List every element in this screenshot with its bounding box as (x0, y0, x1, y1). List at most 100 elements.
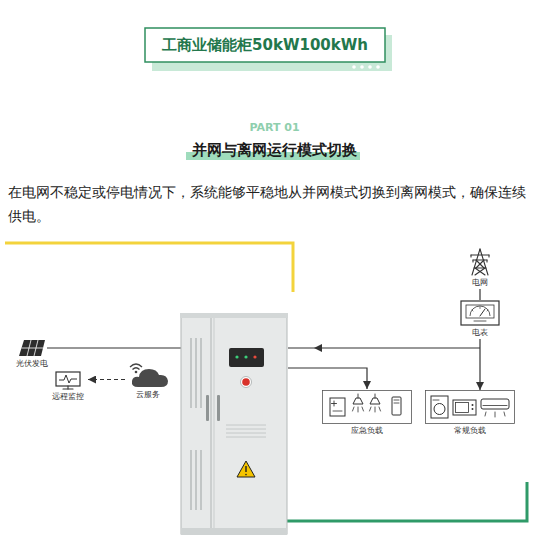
tower-icon (488, 255, 489, 257)
node-label: 光伏发电 (16, 359, 48, 369)
grid-tower-icon (469, 248, 491, 276)
storage-cabinet (245, 474, 247, 476)
emerg-icon (394, 403, 399, 404)
emerg-icon (323, 391, 412, 424)
tower-icon (470, 255, 471, 257)
storage-cabinet (181, 528, 287, 535)
tower-icon (486, 260, 487, 262)
emerg-icon (375, 394, 376, 398)
label-holder: PART 01 (0, 121, 549, 135)
solar-panel-icon (18, 339, 46, 357)
regular-icon (483, 405, 507, 406)
storage-cabinet (217, 395, 220, 421)
regular-icon (485, 412, 486, 416)
solar-icon (19, 340, 45, 356)
node-label: 常规负载 (454, 426, 486, 436)
title-banner (145, 28, 385, 62)
regular-icon (453, 400, 476, 415)
wires (288, 368, 367, 389)
electric-meter: 电表 (458, 300, 502, 338)
meter-icon (461, 301, 499, 325)
regular-icon (456, 403, 469, 413)
monitor-icon (56, 372, 80, 389)
remote-monitor: 远程监控 (48, 371, 88, 402)
load-box-icon (322, 390, 412, 424)
storage-cabinet (226, 429, 266, 430)
solar-icon (19, 340, 45, 356)
title-banner (360, 65, 364, 69)
storage-cabinet (180, 313, 288, 318)
label-holder: 在电网不稳定或停电情况下，系统能够平稳地从并网模式切换到离网模式，确保连续供电。 (8, 180, 536, 228)
body-paragraph: 在电网不稳定或停电情况下，系统能够平稳地从并网模式切换到离网模式，确保连续供电。 (8, 180, 536, 228)
storage-cabinet (211, 318, 212, 528)
emerg-icon (370, 407, 372, 411)
tower-icon (475, 268, 485, 275)
connector (479, 339, 480, 390)
title-banner (145, 28, 392, 71)
regular-icon (472, 404, 474, 406)
node-label: 云服务 (136, 390, 160, 400)
label-holder: 并网与离网运行模式切换 (0, 140, 549, 160)
meter-icon (474, 321, 486, 322)
tower-icon (471, 254, 489, 255)
yellow-frame-line (5, 243, 293, 292)
emerg-icon (358, 407, 359, 412)
storage-cabinet (226, 437, 266, 438)
regular-icon (495, 412, 496, 417)
wires (47, 347, 181, 348)
cloud-icon (132, 369, 168, 387)
tower-icon (473, 259, 487, 260)
meter-icon (480, 307, 481, 309)
node-label: 电网 (472, 278, 488, 288)
storage-cabinet (181, 316, 287, 534)
storage-cabinet (200, 450, 202, 510)
meter-icon (461, 301, 499, 325)
storage-cabinet (245, 466, 246, 472)
title-banner (352, 65, 356, 69)
cloud-icon (135, 371, 138, 374)
monitor-icon (56, 372, 80, 386)
regular-icon (504, 412, 505, 416)
grid-tower: 电网 (466, 248, 494, 288)
emerg-icon (353, 407, 355, 411)
title-holder: 工商业储能柜50kW100kWh (145, 28, 385, 62)
emerg-icon (370, 398, 380, 404)
storage-cabinet (195, 338, 197, 408)
node-label: 应急负载 (351, 426, 383, 436)
meter-icon (466, 305, 494, 318)
storage-cabinet (242, 378, 250, 386)
regular-icon (433, 400, 439, 401)
solar-icon (22, 348, 44, 349)
emerg-icon (333, 411, 342, 412)
storage-cabinet (235, 355, 238, 358)
storage-cabinet (244, 355, 247, 358)
tower-icon (475, 268, 485, 275)
tower-icon (476, 260, 484, 268)
meter-icon (470, 306, 490, 316)
storage-cabinet (206, 395, 209, 421)
emerg-icon (362, 407, 364, 411)
storage-cabinet (226, 425, 266, 437)
title-banner (376, 65, 380, 69)
regular-icon (481, 399, 509, 409)
tower-icon (472, 260, 473, 262)
storage-cabinet (229, 348, 264, 367)
regular-icon (434, 404, 445, 415)
storage-cabinet (241, 377, 252, 388)
title-banner (368, 65, 372, 69)
regular-icon (426, 391, 515, 424)
emerg-icon (392, 397, 401, 415)
wires (314, 344, 322, 352)
meter-icon (480, 309, 485, 316)
node-label: 电表 (472, 328, 488, 338)
node-label: 远程监控 (52, 392, 84, 402)
part-number: PART 01 (0, 121, 549, 135)
regular-icon (472, 408, 474, 410)
monitor-icon (63, 388, 73, 389)
storage-cabinet (253, 355, 256, 358)
green-frame-line (268, 482, 527, 521)
section-heading: 并网与离网运行模式切换 (0, 140, 549, 160)
